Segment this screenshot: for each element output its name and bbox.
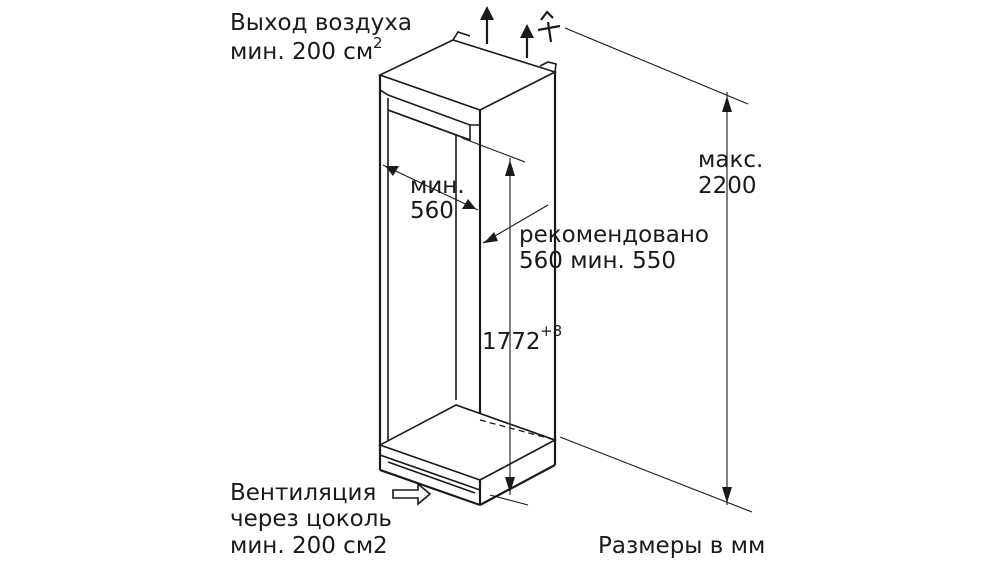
width-value: 560: [410, 198, 454, 224]
height-value: 1772: [482, 329, 541, 355]
height-dimension: [461, 137, 529, 506]
niche-bottom-right: [479, 464, 556, 506]
niche-top-face: [377, 39, 558, 111]
max-height-label: макс.: [698, 147, 763, 173]
depth-label: рекомендовано: [519, 222, 709, 248]
niche-top-lip-right: [539, 61, 557, 73]
width-dimension: [382, 164, 479, 211]
niche-top-lip: [452, 31, 471, 41]
depth-value: 560 мин. 550: [519, 248, 676, 274]
niche-inner-top-board-lower: [387, 98, 471, 142]
hidden-line-3: [479, 419, 556, 441]
vent-unit-digit: 2: [373, 533, 388, 559]
air-outlet-label: Выход воздуха: [230, 10, 412, 36]
shelf-front: [379, 454, 481, 491]
vent-area: мин. 200 см: [230, 533, 373, 559]
max-height-dimension: [559, 27, 753, 513]
arrow-up-icon: [480, 6, 494, 44]
width-label: мин.: [410, 173, 465, 199]
vent-label-2: через цоколь: [230, 506, 392, 532]
niche-inner-top-board: [379, 89, 480, 126]
plinth-line: [387, 461, 476, 494]
hollow-arrow-right-icon: [392, 482, 432, 506]
arrow-up-icon: [520, 24, 534, 58]
air-outlet-superscript: 2: [373, 34, 383, 52]
units-note: Размеры в мм: [598, 533, 765, 559]
crossed-arrow-icon: [537, 10, 561, 43]
hidden-line-2: [479, 439, 556, 481]
niche-bottom-front: [379, 468, 481, 507]
vent-label: Вентиляция: [230, 480, 376, 506]
max-height-value: 2200: [698, 173, 757, 199]
hidden-line-1: [455, 404, 556, 441]
air-flow-arrows: [480, 6, 561, 58]
cabinet-niche: [377, 31, 558, 507]
niche-inner-top-edge: [387, 109, 471, 141]
height-tolerance: +8: [540, 322, 562, 340]
depth-dimension: [482, 204, 549, 244]
air-outlet-area: мин. 200 см: [230, 39, 373, 65]
